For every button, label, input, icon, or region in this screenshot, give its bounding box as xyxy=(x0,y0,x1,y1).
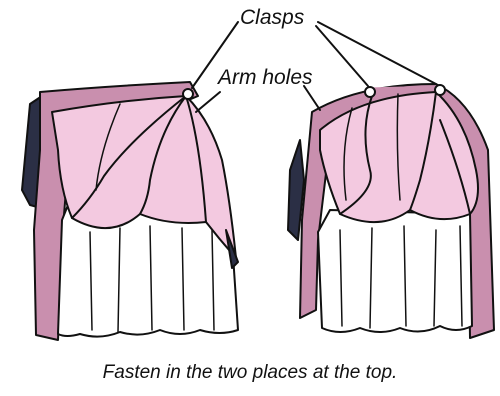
right-clasp-right xyxy=(435,85,445,95)
clasps-label: Clasps xyxy=(240,6,304,30)
armholes-leader-left xyxy=(196,92,220,112)
left-clasp xyxy=(183,89,193,99)
arm-holes-label: Arm holes xyxy=(218,66,313,90)
right-garment xyxy=(288,84,494,338)
figure-caption: Fasten in the two places at the top. xyxy=(0,362,500,384)
clasps-leader-right-2 xyxy=(318,22,436,84)
right-clasp-left xyxy=(365,87,375,97)
left-garment xyxy=(22,82,238,340)
